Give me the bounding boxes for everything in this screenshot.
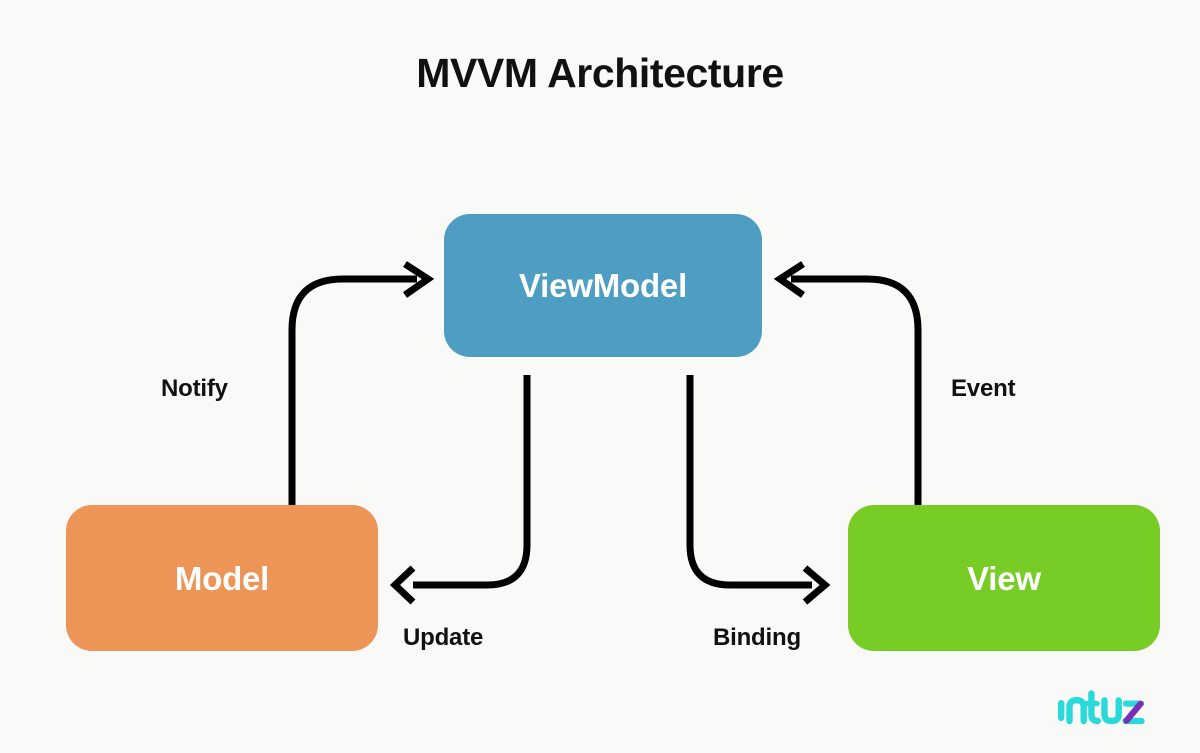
intuz-logo-icon xyxy=(1058,690,1145,725)
node-view-label: View xyxy=(967,559,1041,597)
node-viewmodel-label: ViewModel xyxy=(518,267,688,304)
edge-update-arrow xyxy=(389,375,531,605)
edge-binding-arrow xyxy=(686,375,831,605)
edge-label-binding: Binding xyxy=(713,624,801,651)
node-viewmodel[interactable]: ViewModel xyxy=(444,214,762,357)
edge-notify-arrow xyxy=(288,261,435,505)
edge-label-update: Update xyxy=(403,624,484,651)
node-model[interactable]: Model xyxy=(66,505,378,651)
node-view[interactable]: View xyxy=(848,505,1160,651)
intuz-logo: Intuz xyxy=(1056,690,1156,730)
page-title: MVVM Architecture xyxy=(416,50,784,96)
node-model-label: Model xyxy=(174,559,270,597)
intuz-logo-text: Intuz xyxy=(1056,690,1156,730)
edge-label-event: Event xyxy=(951,375,1016,402)
edge-event-arrow xyxy=(773,261,922,505)
edge-label-notify: Notify xyxy=(161,375,228,402)
